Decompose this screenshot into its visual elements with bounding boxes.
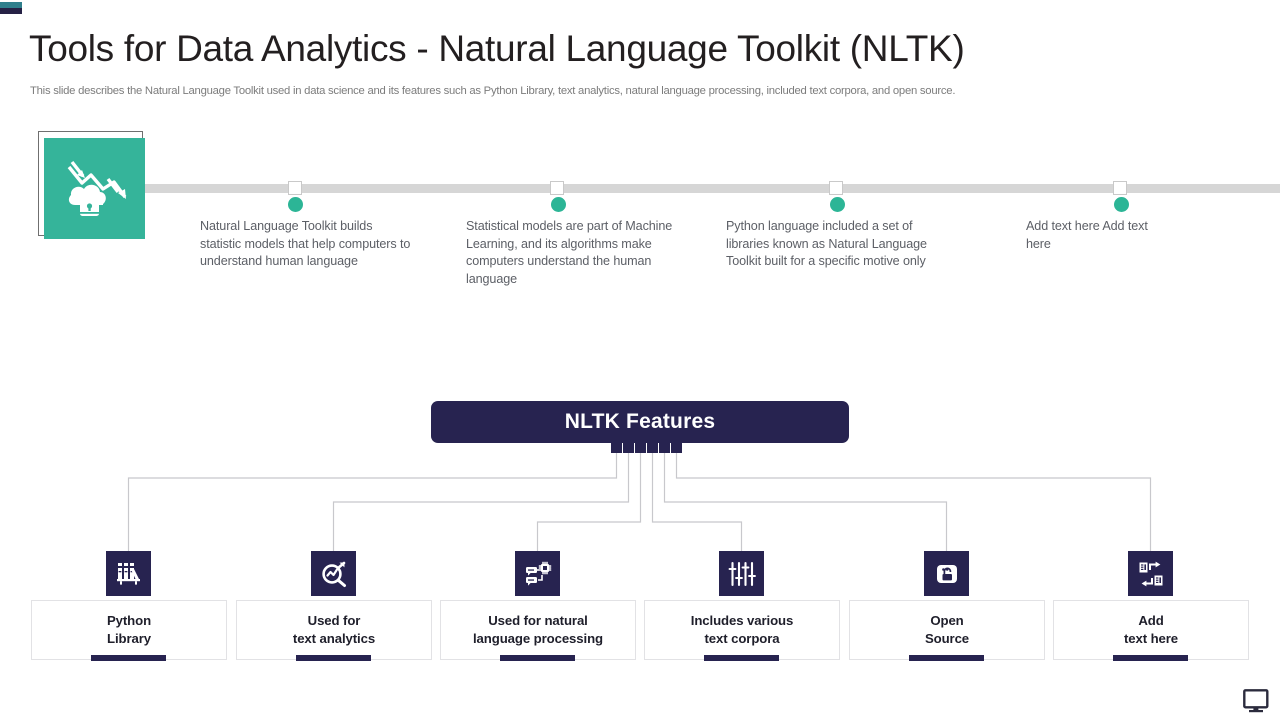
sliders-equalizer-icon (728, 560, 756, 588)
timeline-text-1: Natural Language Toolkit builds statisti… (200, 219, 411, 269)
feature-icon-tile-3[interactable] (515, 551, 560, 596)
analytics-magnifier-icon (320, 560, 348, 588)
feature-card-1[interactable]: Python Library (31, 600, 227, 660)
feature-card-line2-3: language processing (472, 631, 603, 646)
feature-underline-4 (704, 655, 779, 661)
feature-card-6[interactable]: Add text here (1053, 600, 1249, 660)
page-title: Tools for Data Analytics - Natural Langu… (29, 28, 965, 69)
cloud-lock-declining-chart-icon (59, 157, 131, 221)
feature-card-4[interactable]: Includes various text corpora (644, 600, 840, 660)
page-subtitle: This slide describes the Natural Languag… (30, 85, 956, 97)
features-stub-1 (611, 443, 622, 453)
feature-underline-2 (296, 655, 371, 661)
feature-underline-1 (91, 655, 166, 661)
feature-card-label-6: Add text here (1124, 612, 1178, 648)
data-exchange-icon (1137, 560, 1165, 588)
timeline-marker-2[interactable] (550, 181, 564, 195)
feature-card-2[interactable]: Used for text analytics (236, 600, 432, 660)
feature-card-label-2: Used for text analytics (293, 612, 375, 648)
hero-icon-tile (44, 138, 145, 239)
feature-card-line1-3: Used for natural (488, 613, 588, 628)
timeline-marker-4[interactable] (1113, 181, 1127, 195)
timeline-dot-3 (830, 197, 845, 212)
books-library-icon (115, 560, 143, 588)
corner-accent-bar-teal (0, 2, 22, 8)
timeline-marker-1[interactable] (288, 181, 302, 195)
corner-accent-bar-navy (0, 8, 22, 14)
timeline-marker-3[interactable] (829, 181, 843, 195)
features-stub-5 (659, 443, 670, 453)
timeline-dot-4 (1114, 197, 1129, 212)
monitor-display-icon[interactable] (1243, 689, 1269, 718)
feature-underline-5 (909, 655, 984, 661)
timeline-text-2: Statistical models are part of Machine L… (466, 219, 673, 286)
feature-card-line1-4: Includes various (690, 613, 794, 628)
feature-card-label-4: Includes various text corpora (690, 612, 794, 648)
feature-card-line2-1: Library (106, 631, 151, 646)
feature-icon-tile-2[interactable] (311, 551, 356, 596)
feature-card-label-1: Python Library (107, 612, 151, 648)
feature-card-line1-5: Open (930, 613, 964, 628)
feature-card-line2-6: text here (1123, 631, 1179, 646)
features-stub-4 (647, 443, 658, 453)
feature-icon-tile-5[interactable] (924, 551, 969, 596)
feature-card-3[interactable]: Used for natural language processing (440, 600, 636, 660)
open-padlock-icon (933, 560, 961, 588)
timeline-text-4: Add text here Add text here (1026, 218, 1166, 253)
timeline-text-4-line1: Add text here Add text here (1026, 219, 1148, 251)
features-stub-6 (671, 443, 682, 453)
feature-icon-tile-6[interactable] (1128, 551, 1173, 596)
timeline-track (145, 184, 1280, 193)
feature-card-line2-5: Source (924, 631, 970, 646)
features-stub-3 (635, 443, 646, 453)
chat-processor-icon (524, 560, 552, 588)
feature-icon-tile-1[interactable] (106, 551, 151, 596)
timeline-dot-1 (288, 197, 303, 212)
feature-card-5[interactable]: Open Source (849, 600, 1045, 660)
feature-icon-tile-4[interactable] (719, 551, 764, 596)
feature-underline-6 (1113, 655, 1188, 661)
features-stub-2 (623, 443, 634, 453)
feature-card-line1-1: Python (106, 613, 152, 628)
feature-underline-3 (500, 655, 575, 661)
feature-card-line2-4: text corpora (704, 631, 780, 646)
feature-card-line2-2: text analytics (292, 631, 376, 646)
features-header-label: NLTK Features (564, 410, 716, 433)
feature-card-label-3: Used for natural language processing (473, 612, 603, 648)
feature-card-line1-2: Used for (307, 613, 361, 628)
timeline-text-3: Python language included a set of librar… (726, 219, 927, 269)
feature-card-label-5: Open Source (925, 612, 969, 648)
features-header-box: NLTK Features (431, 401, 849, 443)
timeline-dot-2 (551, 197, 566, 212)
feature-card-line1-6: Add (1138, 613, 1164, 628)
